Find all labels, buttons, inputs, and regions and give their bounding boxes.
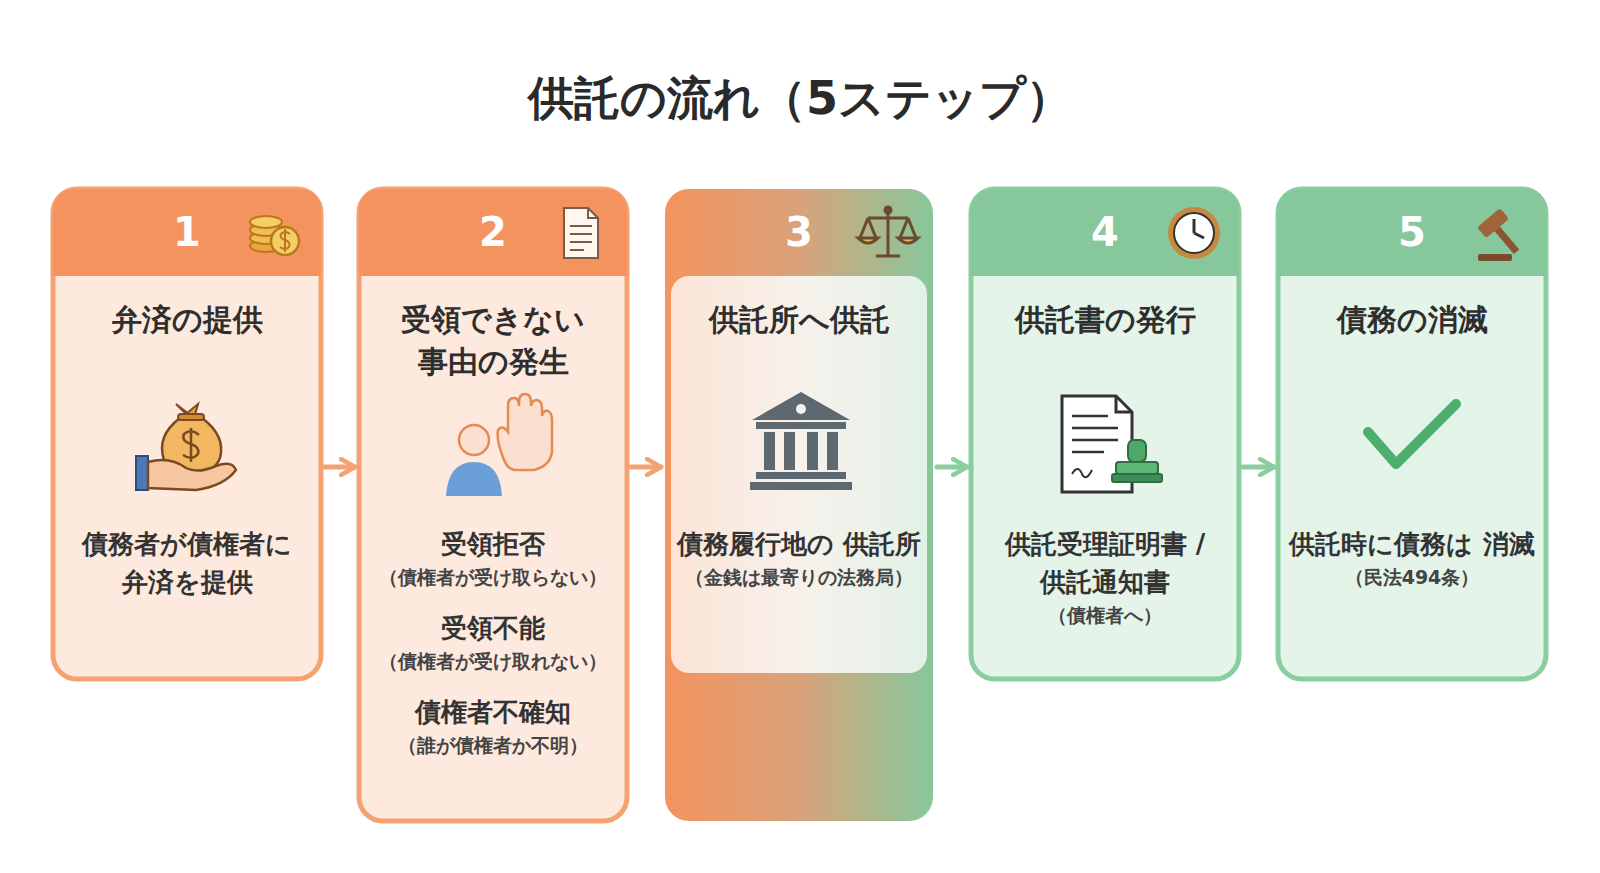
coins-icon — [250, 216, 299, 255]
step-text: 受領拒否 — [369, 525, 617, 563]
money-bag-hand — [136, 404, 236, 490]
step-heading: 受領できない 事由の発生 — [373, 299, 613, 383]
step-body: 供託時に債務は 消滅（民法494条） — [1288, 525, 1536, 609]
card-shape — [971, 189, 1239, 679]
step-body: 供託受理証明書 / 供託通知書（債権者へ） — [981, 525, 1229, 647]
card-shape — [665, 189, 933, 821]
step-number: 1 — [53, 189, 321, 276]
step-note: （債権者へ） — [981, 601, 1229, 629]
step-body: 受領拒否（債権者が受け取らない） 受領不能（債権者が受け取れない） 債権者不確知（誰… — [369, 525, 617, 777]
step-text: 債権者不確知 — [369, 693, 617, 731]
document-stamp — [1062, 396, 1162, 492]
step-card: 3 供託所へ供託債務履行地の 供託所（金銭は最寄りの法務局） — [665, 189, 933, 821]
step-heading: 債務の消滅 — [1292, 299, 1532, 341]
step-text: 供託受理証明書 / 供託通知書 — [981, 525, 1229, 601]
document-icon — [564, 208, 598, 258]
step-card: 4 供託書の発行供託受理証明書 / 供託通知書（債権者へ） — [971, 189, 1239, 679]
clock-icon — [1168, 207, 1220, 259]
flow-arrow — [1243, 465, 1274, 470]
step-card: 5 債務の消滅供託時に債務は 消滅（民法494条） — [1278, 189, 1546, 679]
step-heading: 弁済の提供 — [67, 299, 307, 341]
card-shape — [53, 189, 321, 679]
flow-arrow — [937, 465, 967, 470]
diagram-title: 供託の流れ（5ステップ） — [0, 68, 1600, 130]
step-card: 2 受領できない 事由の発生受領拒否（債権者が受け取らない） 受領不能（債権者が受け… — [359, 189, 627, 821]
step-text: 債務履行地の 供託所 — [675, 525, 923, 563]
step-text: 受領不能 — [369, 609, 617, 647]
step-note: （誰が債権者か不明） — [369, 731, 617, 759]
flow-arrow — [631, 465, 661, 470]
flow-arrow — [325, 465, 355, 470]
building-icon — [750, 392, 852, 490]
step-note: （債権者が受け取れない） — [369, 647, 617, 675]
step-note: （金銭は最寄りの法務局） — [675, 563, 923, 591]
person-stop-hand — [446, 394, 552, 496]
step-body: 債務者が債権者に 弁済を提供 — [63, 525, 311, 601]
step-number: 5 — [1278, 189, 1546, 276]
gavel-icon — [1477, 208, 1528, 261]
step-number: 2 — [359, 189, 627, 276]
card-shape — [1278, 189, 1546, 679]
step-body: 債務履行地の 供託所（金銭は最寄りの法務局） — [675, 525, 923, 609]
step-note: （民法494条） — [1288, 563, 1536, 591]
step-card: 1 弁済の提供債務者が債権者に 弁済を提供 — [53, 189, 321, 679]
step-heading: 供託書の発行 — [985, 299, 1225, 341]
scales-icon — [858, 207, 918, 256]
step-text: 債務者が債権者に 弁済を提供 — [63, 525, 311, 601]
step-text: 供託時に債務は 消滅 — [1288, 525, 1536, 563]
check-mark — [1368, 404, 1456, 464]
card-shape — [359, 189, 627, 821]
step-heading: 供託所へ供託 — [679, 299, 919, 341]
step-number: 3 — [665, 189, 933, 276]
step-number: 4 — [971, 189, 1239, 276]
step-note: （債権者が受け取らない） — [369, 563, 617, 591]
